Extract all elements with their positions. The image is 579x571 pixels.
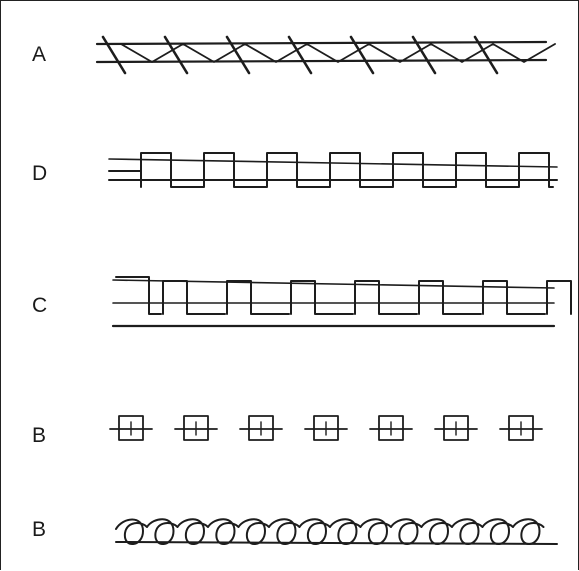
diagonal-stitch (411, 35, 437, 75)
box-stitch (183, 415, 209, 441)
box-stitch (118, 415, 144, 441)
upper-thread (95, 40, 548, 46)
upper-thread (108, 158, 558, 168)
square-wave-thread (115, 276, 572, 315)
stitch-row-c-square-wave (111, 276, 572, 328)
box-stitch (378, 415, 404, 441)
diagonal-stitch (225, 35, 251, 75)
stitch-row-b-loops (115, 518, 558, 545)
row-label-c: C (32, 294, 48, 317)
diagonal-stitch (473, 35, 499, 75)
square-wave-thread (108, 152, 554, 188)
diagonal-stitch (101, 35, 127, 75)
row-label-b-box: B (32, 424, 47, 447)
row-label-a: A (32, 43, 47, 66)
stitch-row-a-triangle (95, 35, 556, 75)
diagonal-stitch (163, 35, 189, 75)
diagonal-stitch (349, 35, 375, 75)
box-stitch (508, 415, 534, 441)
stitch-row-d-square-wave (108, 152, 558, 188)
box-stitch (313, 415, 339, 441)
box-stitch (248, 415, 274, 441)
base-thread (115, 541, 558, 545)
lower-thread (95, 58, 548, 64)
stitch-row-b-boxes (109, 415, 543, 441)
loop-coil-thread (115, 518, 545, 545)
row-label-d: D (32, 162, 48, 185)
row-label-b-loop: B (32, 518, 47, 541)
diagonal-stitch (287, 35, 313, 75)
box-stitch (443, 415, 469, 441)
